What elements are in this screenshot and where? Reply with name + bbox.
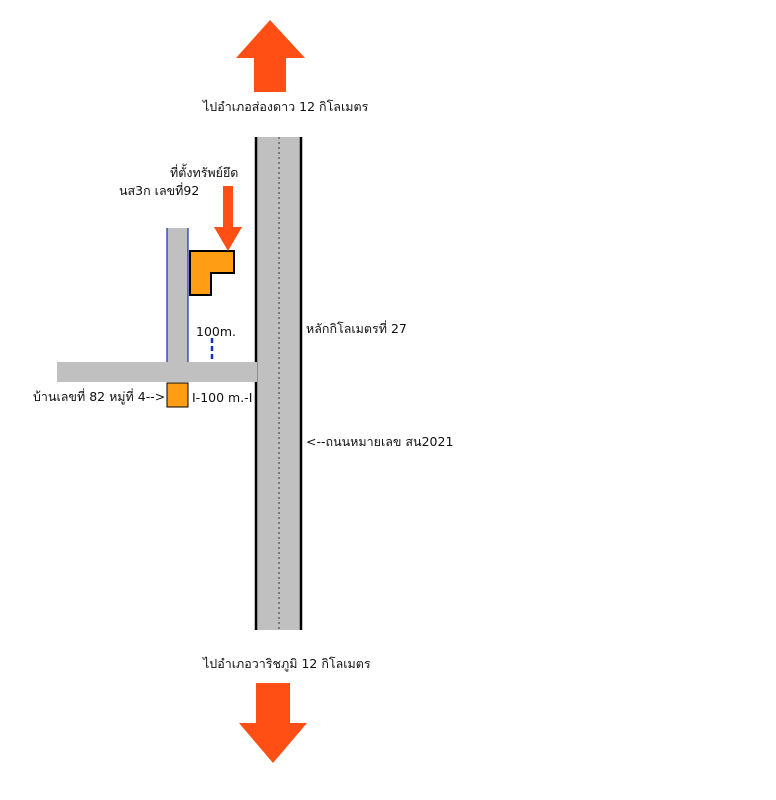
distance-vertical-label: 100m.	[196, 324, 237, 339]
north-destination-label: ไปอำเภอส่องดาว 12 กิโลเมตร	[203, 99, 369, 114]
property-parcel	[189, 250, 235, 296]
house-marker	[166, 382, 189, 408]
property-title-label: ที่ตั้งทรัพย์ยึด	[170, 165, 239, 180]
km-marker-label: หลักกิโลเมตรที่ 27	[306, 321, 407, 336]
north-arrow-icon	[236, 20, 305, 92]
highway-label: <--ถนนหมายเลข สน2021	[306, 434, 454, 449]
property-pointer-icon	[214, 186, 242, 251]
lane-road	[167, 228, 188, 363]
house-reference-label: บ้านเลขที่ 82 หมู่ที่ 4-->	[33, 389, 166, 404]
distance-horizontal-label: I-100 m.-I	[192, 390, 253, 405]
side-road	[57, 362, 257, 382]
south-destination-label: ไปอำเภอวาริชภูมิ 12 กิโลเมตร	[203, 656, 371, 671]
property-deed-label: นส3ก เลขที่92	[119, 183, 200, 198]
south-arrow-icon	[239, 683, 307, 763]
